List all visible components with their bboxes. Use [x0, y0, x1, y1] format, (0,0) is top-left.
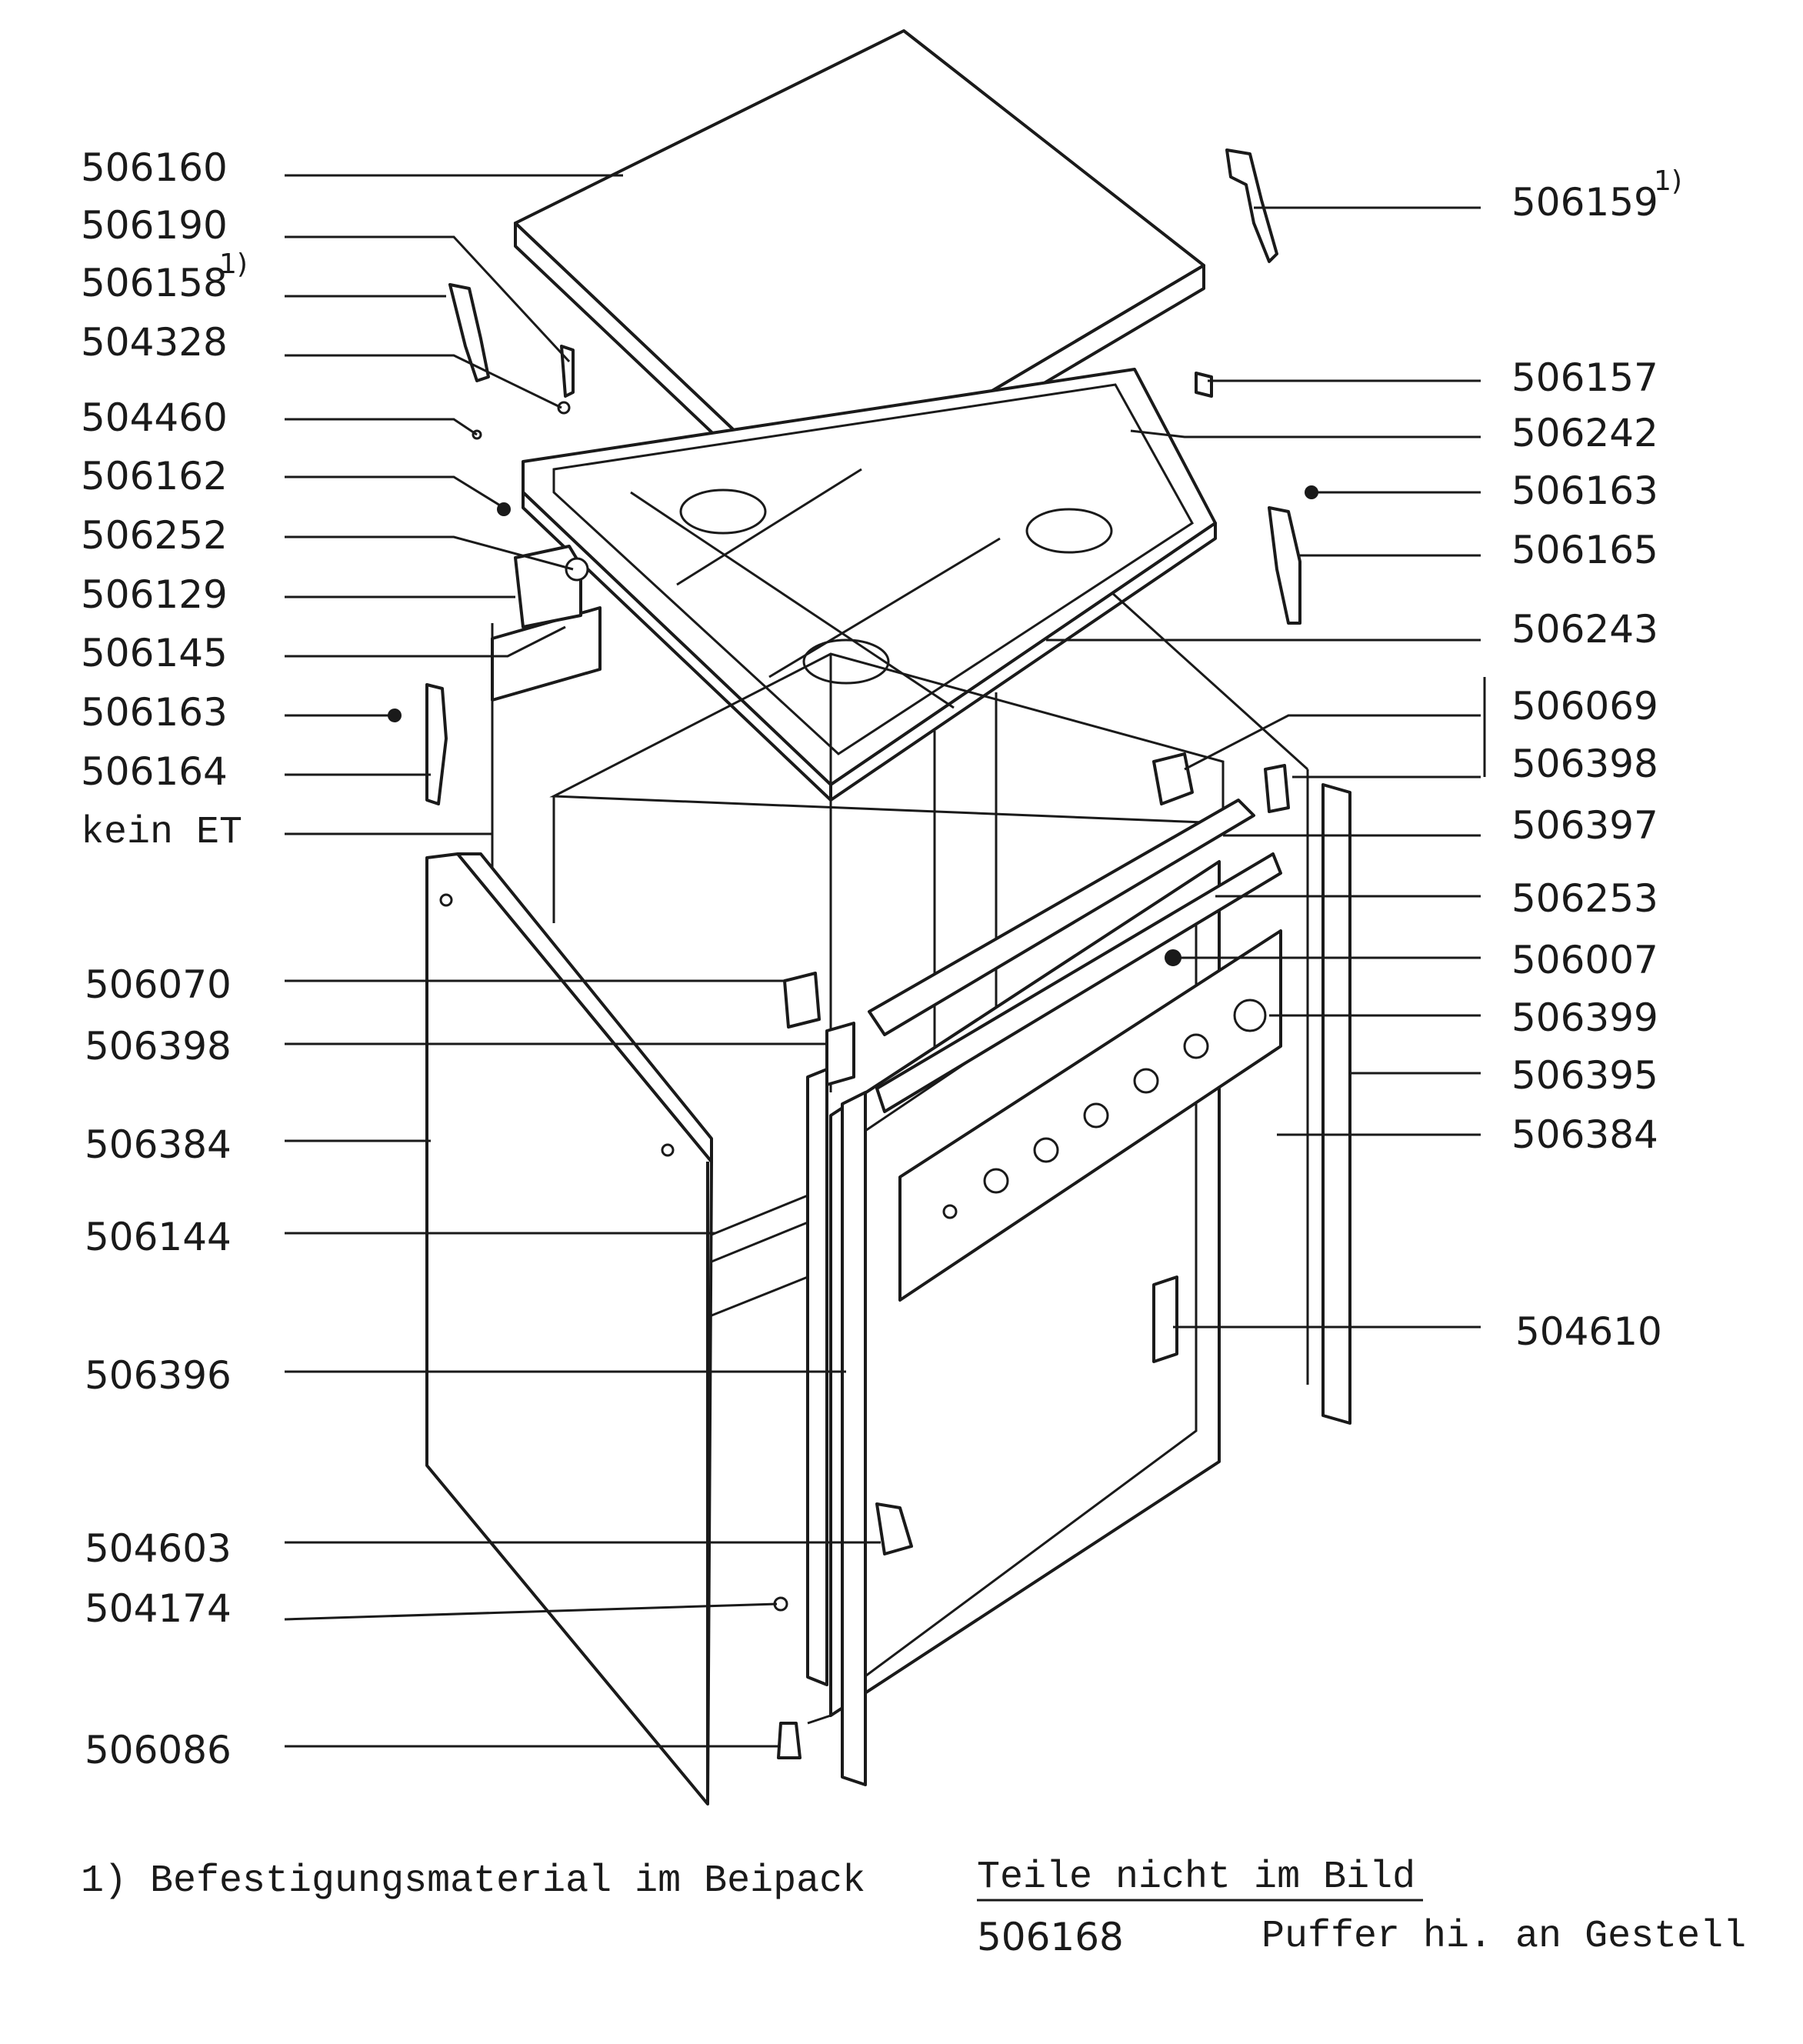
callout-506157: 506157 — [1511, 355, 1658, 400]
left-side-panel — [425, 852, 816, 1806]
callout-506396: 506396 — [85, 1353, 232, 1398]
callout-506397: 506397 — [1511, 803, 1658, 848]
callouts-left: 506160 506190 506158 1) 504328 504460 50… — [81, 145, 248, 1772]
callout-506129: 506129 — [81, 572, 228, 617]
top-tray — [522, 368, 1217, 802]
callout-506160: 506160 — [81, 145, 228, 190]
callout-506242: 506242 — [1511, 411, 1658, 455]
leader-lines — [284, 174, 1486, 1748]
front-rails-and-panel — [868, 799, 1282, 1302]
callout-506007: 506007 — [1511, 938, 1658, 982]
callout-506163-left: 506163 — [81, 690, 228, 735]
callout-506144: 506144 — [85, 1215, 232, 1259]
callout-506384-left: 506384 — [85, 1122, 232, 1167]
callout-506070: 506070 — [85, 962, 232, 1007]
callout-506253: 506253 — [1511, 876, 1658, 921]
callouts-right: 506159 1) 506157 506242 506163 506165 50… — [1511, 165, 1682, 1354]
callout-506395: 506395 — [1511, 1053, 1658, 1098]
callout-506398-left: 506398 — [85, 1024, 232, 1069]
not-shown-heading: Teile nicht im Bild — [977, 1856, 1415, 1899]
callout-506243: 506243 — [1511, 607, 1658, 652]
callout-506399: 506399 — [1511, 995, 1658, 1040]
callout-506162: 506162 — [81, 454, 228, 498]
callout-506086: 506086 — [85, 1728, 232, 1772]
callout-506158-footnote-mark: 1) — [219, 248, 248, 280]
callout-504328: 504328 — [81, 320, 228, 365]
callout-506069: 506069 — [1511, 684, 1658, 729]
callout-506158: 506158 — [81, 261, 228, 305]
callout-506398-right: 506398 — [1511, 742, 1658, 786]
callout-506384-right: 506384 — [1511, 1112, 1658, 1157]
callout-506145: 506145 — [81, 631, 228, 675]
not-shown-item-number: 506168 — [977, 1915, 1124, 1959]
callout-506190: 506190 — [81, 203, 228, 248]
callout-504460: 504460 — [81, 395, 228, 440]
drawing — [388, 29, 1351, 1806]
callout-504603: 504603 — [85, 1526, 232, 1571]
callout-kein-et: kein ET — [81, 811, 242, 855]
not-shown-item-description: Puffer hi. an Gestell — [1261, 1915, 1746, 1959]
callout-506159: 506159 — [1511, 180, 1658, 225]
callout-504610: 504610 — [1515, 1309, 1662, 1354]
callout-506164: 506164 — [81, 749, 228, 794]
callout-506163-right: 506163 — [1511, 468, 1658, 513]
callout-506159-footnote-mark: 1) — [1654, 165, 1682, 197]
callout-504174: 504174 — [85, 1586, 232, 1631]
callout-506165: 506165 — [1511, 528, 1658, 572]
callout-506252: 506252 — [81, 513, 228, 558]
vertical-posts — [806, 783, 1351, 1786]
footnote-text: 1) Befestigungsmaterial im Beipack — [81, 1859, 865, 1903]
footer: 1) Befestigungsmaterial im Beipack Teile… — [81, 1856, 1746, 1959]
